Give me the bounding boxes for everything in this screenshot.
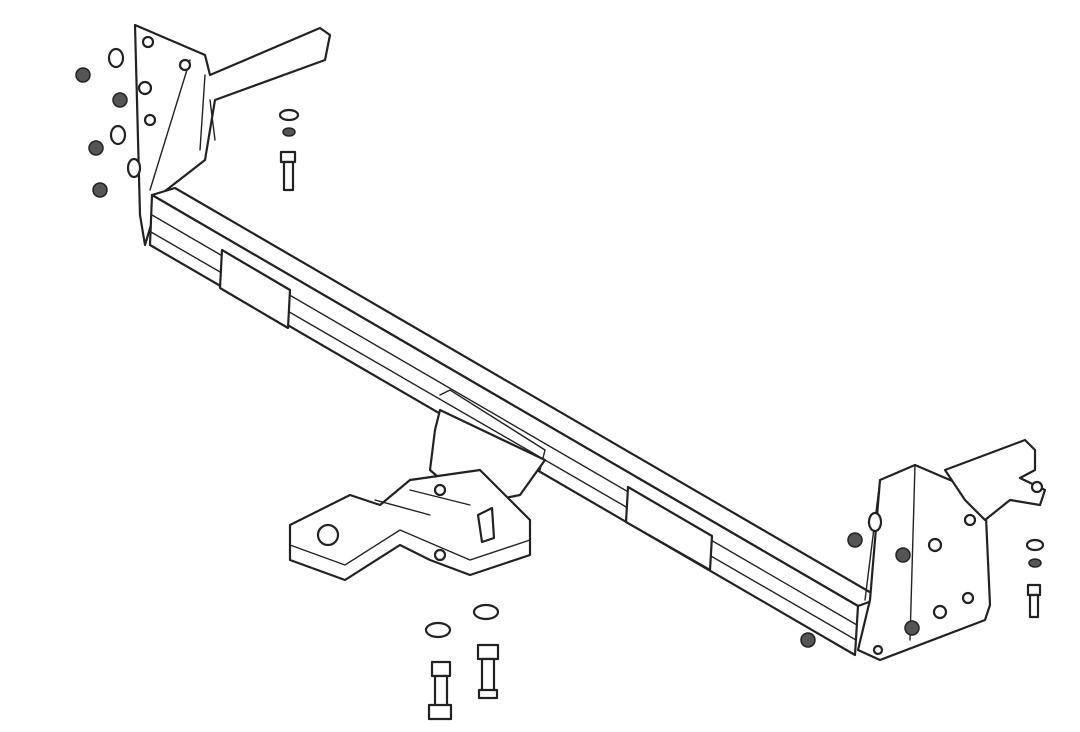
bolt	[427, 660, 453, 721]
right-mounting-bracket	[856, 438, 1047, 662]
bolt	[279, 150, 297, 192]
ball-mount	[288, 408, 547, 582]
bolt	[1026, 583, 1042, 619]
bolt	[476, 643, 500, 700]
left-mounting-bracket	[133, 23, 332, 247]
washers	[107, 47, 1045, 639]
nuts	[75, 67, 920, 648]
cross-beam	[148, 186, 882, 657]
bolts	[279, 150, 1042, 721]
